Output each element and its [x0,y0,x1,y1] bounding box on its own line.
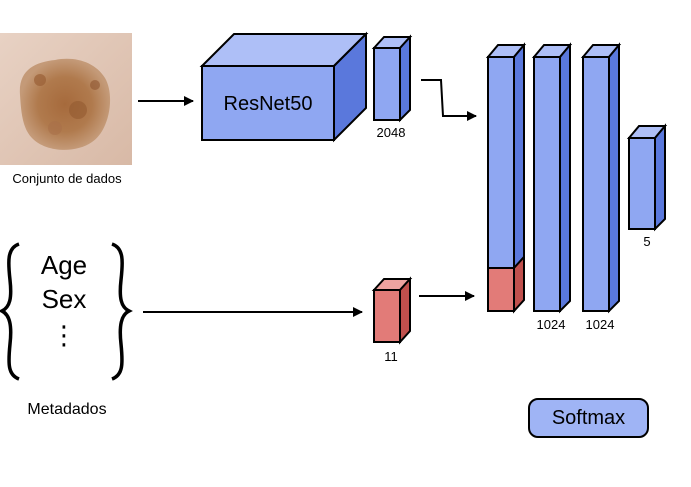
image-label: Conjunto de dados [12,171,122,186]
metadata-label: Metadados [27,401,106,418]
metadata-braces [0,242,133,381]
arrow-2048-to-concat [421,79,477,121]
output-5-block [626,123,668,232]
feature-2048-label: 2048 [377,125,406,140]
concat-block [485,42,527,314]
skin-lesion-image [0,33,132,165]
softmax-box: Softmax [528,398,649,438]
metadata-item-age: Age [41,250,87,280]
dense-1024-block-2 [580,42,622,314]
metadata-11-label: 11 [384,349,398,364]
resnet50-label: ResNet50 [224,93,313,115]
dense-1024-label-2: 1024 [586,317,615,332]
resnet50-block [199,31,369,143]
softmax-label: Softmax [551,406,626,429]
metadata-11-block [371,276,413,345]
metadata-item-sex: Sex [42,284,87,314]
output-5-label: 5 [643,234,650,249]
dense-1024-block-1 [531,42,573,314]
feature-2048-block [371,34,413,123]
metadata-item-more: ⋮ [51,320,77,350]
dense-1024-label-1: 1024 [537,317,566,332]
